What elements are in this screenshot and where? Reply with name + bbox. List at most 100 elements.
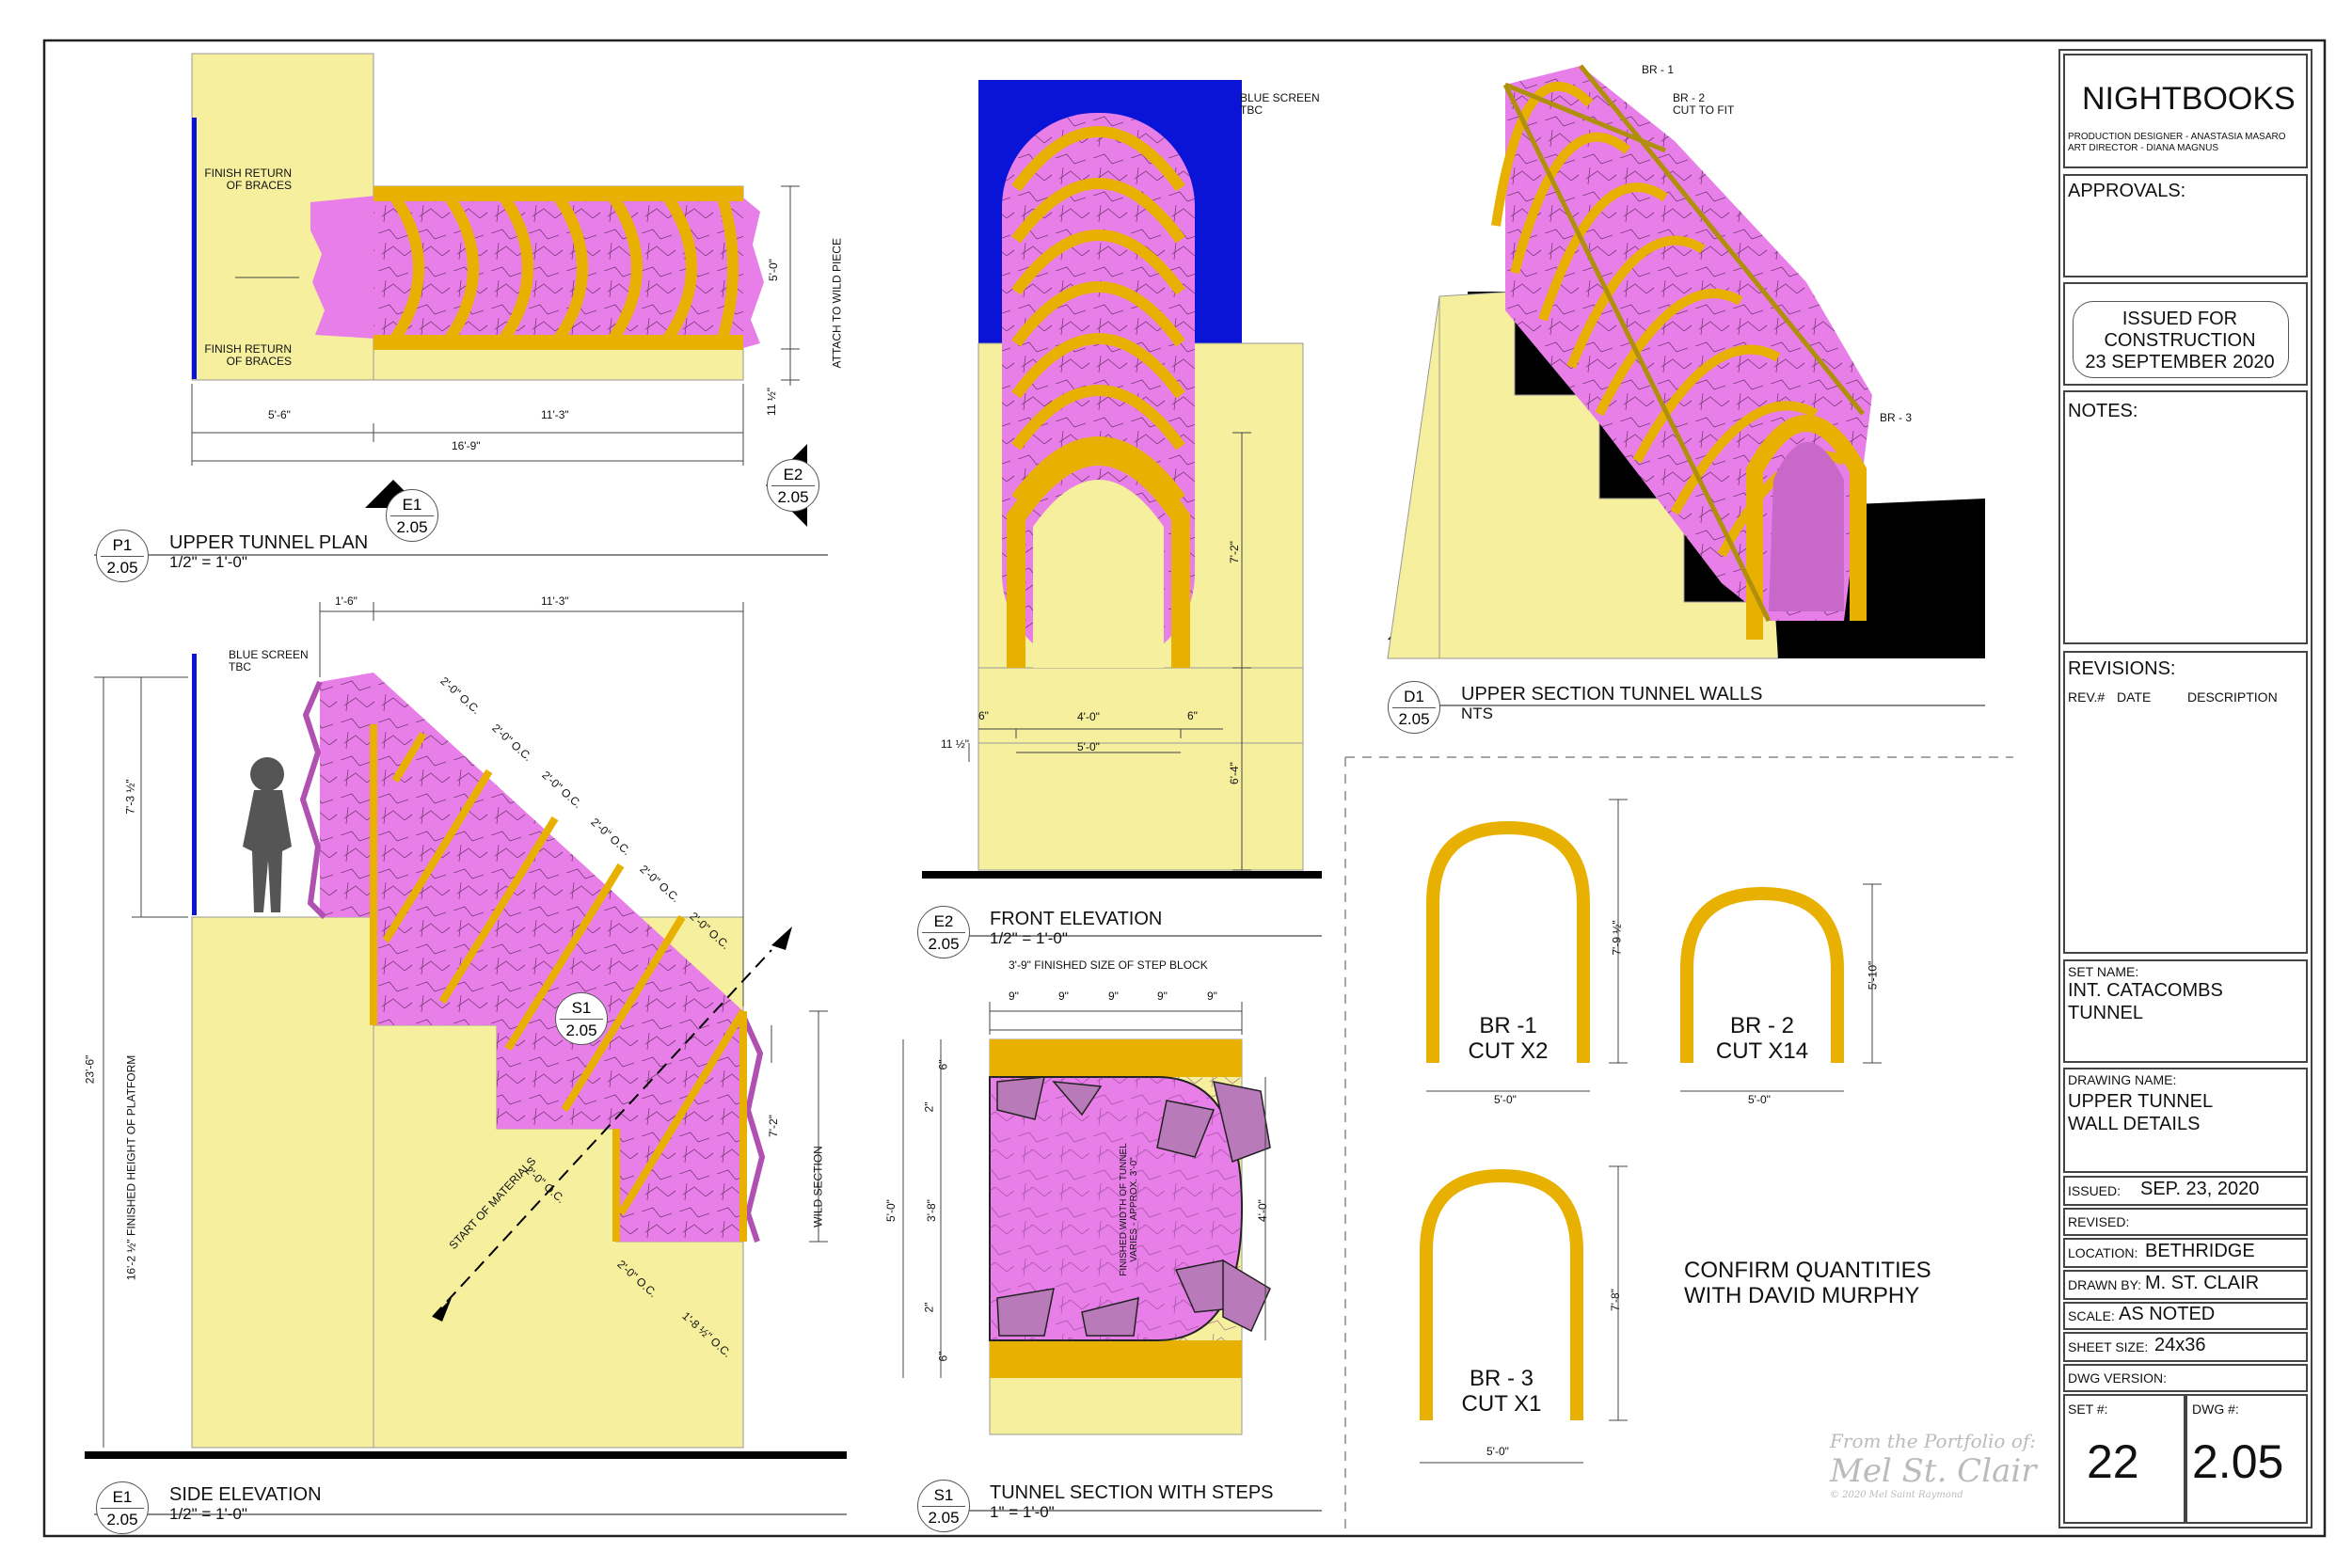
brace-details <box>1420 820 1844 1420</box>
s1-view-sheet: 2.05 <box>928 1509 960 1527</box>
s1-dim-4-0: 4'-0" <box>1255 1199 1269 1222</box>
brace-dims <box>1420 799 1882 1464</box>
d1-view-title: UPPER SECTION TUNNEL WALLS <box>1461 684 1763 705</box>
br1-cut: CUT X2 <box>1468 1038 1549 1064</box>
drawing-name-line-2: WALL DETAILS <box>2068 1114 2201 1134</box>
p1-view-scale: 1/2" = 1'-0" <box>169 553 247 571</box>
wild-section-note: WILD SECTION <box>811 1146 825 1227</box>
e2-view-title: FRONT ELEVATION <box>990 909 1163 929</box>
production-designer: PRODUCTION DESIGNER - ANASTASIA MASARO <box>2068 132 2286 142</box>
blue-screen-front-a: BLUE SCREEN <box>1240 91 1320 104</box>
d1-br2a: BR - 2 <box>1673 91 1706 104</box>
p1-view-title: UPPER TUNNEL PLAN <box>169 532 369 553</box>
sheet-size-value: 24x36 <box>2154 1335 2206 1355</box>
revised-label: REVISED: <box>2068 1214 2130 1229</box>
p1-plan-view <box>191 53 807 527</box>
e1-dim-11-3: 11'-3" <box>541 594 569 608</box>
p1-dim-5-6: 5'-6" <box>268 408 291 421</box>
scale-value: AS NOTED <box>2119 1304 2216 1324</box>
s1-dim-2-bottom: 2" <box>922 1302 936 1313</box>
d1-view-scale: NTS <box>1461 705 1493 722</box>
s1-dim-9-d: 9" <box>1157 990 1168 1003</box>
location-value: BETHRIDGE <box>2145 1241 2255 1261</box>
p1-view-bubble: P1 2.05 <box>96 530 149 582</box>
s1-view-title: TUNNEL SECTION WITH STEPS <box>990 1482 1274 1503</box>
dwg-version-field <box>2063 1364 2308 1392</box>
e1-view-scale: 1/2" = 1'-0" <box>169 1505 247 1523</box>
location-field <box>2063 1238 2308 1268</box>
notes-label: NOTES: <box>2068 401 2138 421</box>
issued-line-3: 23 SEPTEMBER 2020 <box>2085 352 2275 372</box>
d1-view-sheet: 2.05 <box>1398 710 1430 728</box>
attach-wild-note: ATTACH TO WILD PIECE <box>830 238 844 369</box>
revisions-label: REVISIONS: <box>2068 658 2176 679</box>
e2-dim-6a: 6" <box>978 709 989 722</box>
detail-divider <box>1344 756 2013 1533</box>
s1-section-view <box>902 1002 1271 1435</box>
e2-dim-6-4: 6'-4" <box>1227 762 1241 784</box>
e1-view-id: E1 <box>112 1488 133 1506</box>
confirm-note-line-1: CONFIRM QUANTITIES <box>1684 1258 1931 1283</box>
e1-side-elevation <box>85 602 847 1459</box>
issued-value: SEP. 23, 2020 <box>2140 1179 2260 1199</box>
person-silhouette <box>243 757 292 912</box>
p1-dim-11-half: 11 ½" <box>765 387 779 417</box>
e2-dim-4-0: 4'-0" <box>1077 710 1100 723</box>
e2-dim-7-2: 7'-2" <box>1227 541 1241 563</box>
p1-dim-5-0: 5'-0" <box>766 259 780 281</box>
notes-box <box>2063 390 2308 644</box>
br2-cut: CUT X14 <box>1715 1038 1809 1064</box>
e1-dim-7-3: 7'-3 ½" <box>123 779 137 815</box>
br3-cut: CUT X1 <box>1461 1391 1542 1417</box>
s1-dim-2-top: 2" <box>922 1101 936 1113</box>
approvals-box <box>2063 174 2308 277</box>
dwg-number-label: DWG #: <box>2192 1402 2239 1417</box>
sheet-size-field <box>2063 1332 2308 1362</box>
finished-width-b: VARIES - APPROX. 3'-0" <box>1129 1157 1139 1262</box>
project-title: NIGHTBOOKS <box>2082 81 2296 117</box>
set-name-line-1: INT. CATACOMBS <box>2068 980 2223 1001</box>
art-director: ART DIRECTOR - DIANA MAGNUS <box>2068 143 2219 153</box>
scale-label: SCALE: <box>2068 1308 2115 1323</box>
issued-stamp <box>2073 301 2289 378</box>
e2-view-sheet: 2.05 <box>928 935 960 953</box>
p1-dim-11-3: 11'-3" <box>541 408 569 421</box>
s1-dim-6-bottom: 6" <box>936 1351 950 1362</box>
finish-return-2b: OF BRACES <box>226 355 292 368</box>
e2-front-elevation <box>922 80 1322 879</box>
sheet-border <box>42 39 2327 1538</box>
s1-dim-9-c: 9" <box>1108 990 1119 1003</box>
e1-marker-sheet: 2.05 <box>396 518 428 536</box>
rev-column: REV.# <box>2068 689 2106 705</box>
br2-dim-height: 5'-10" <box>1866 960 1880 990</box>
step-block-note: 3'-9" FINISHED SIZE OF STEP BLOCK <box>1009 958 1208 972</box>
p1-view-sheet: 2.05 <box>106 559 138 577</box>
br3-dim-height: 7'-8" <box>1608 1289 1622 1311</box>
watermark: From the Portfolio of: Mel St. Clair © 2… <box>1830 1430 2036 1500</box>
s1-dim-3-8: 3'-8" <box>924 1199 938 1222</box>
blue-screen-front-b: TBC <box>1240 103 1263 117</box>
scale-field <box>2063 1302 2308 1330</box>
e2-dim-11: 11 ½" <box>941 737 970 751</box>
issued-box <box>2063 282 2308 386</box>
finish-return-1a: FINISH RETURN <box>204 166 292 180</box>
drawn-by-label: DRAWN BY: <box>2068 1277 2142 1292</box>
drawing-name-box <box>2063 1068 2308 1173</box>
br1-dim-width: 5'-0" <box>1494 1093 1517 1106</box>
p1-dim-16-9: 16'-9" <box>452 439 481 452</box>
issued-field <box>2063 1176 2308 1206</box>
d1-view-id: D1 <box>1404 688 1424 705</box>
approvals-label: APPROVALS: <box>2068 181 2186 201</box>
s1-marker-id: S1 <box>571 999 592 1017</box>
p1-view-id: P1 <box>112 536 133 554</box>
s1-dim-6-top: 6" <box>936 1059 950 1070</box>
issued-line-2: CONSTRUCTION <box>2104 330 2256 351</box>
blue-screen-side-b: TBC <box>229 660 251 673</box>
set-name-box <box>2063 959 2308 1063</box>
